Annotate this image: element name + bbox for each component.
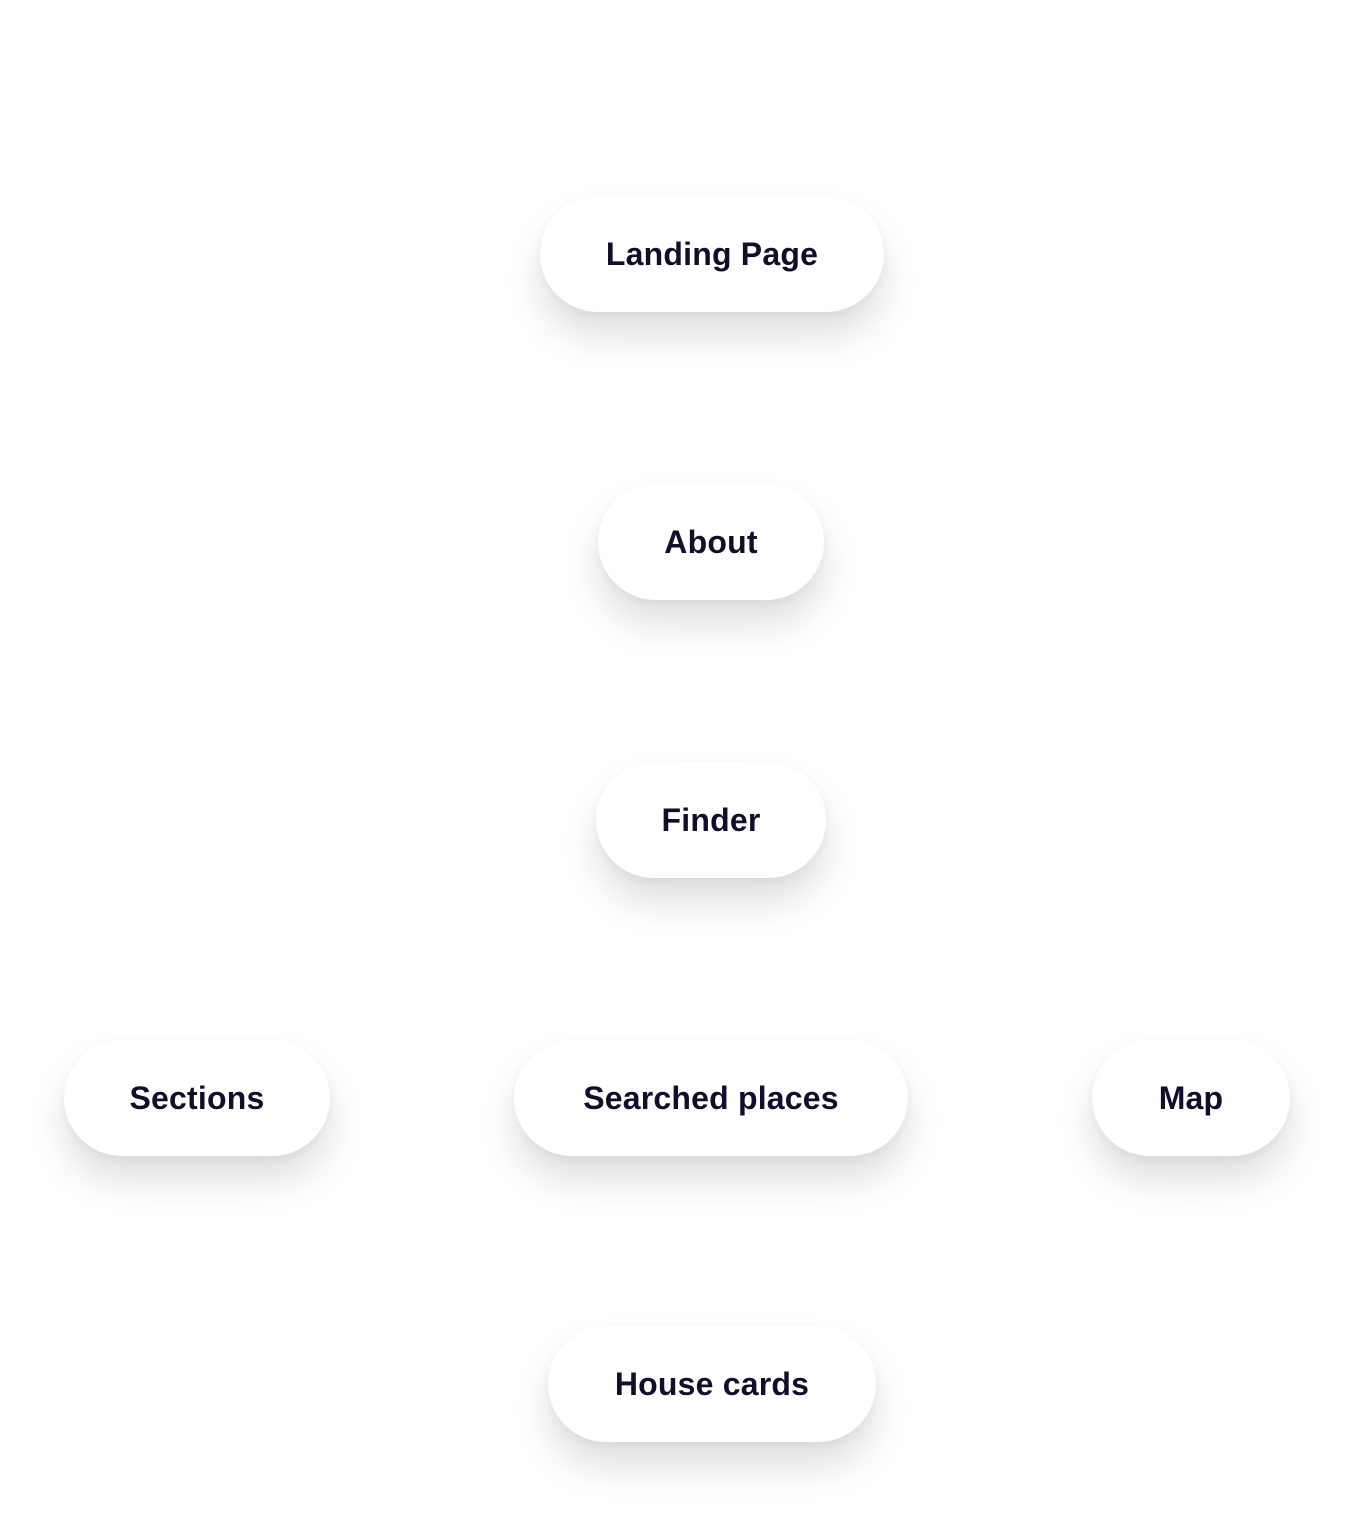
node-house-cards[interactable]: House cards (548, 1326, 876, 1442)
node-label: Searched places (583, 1079, 839, 1116)
node-label: Landing Page (605, 235, 819, 272)
edge-label-landing-about: leads (739, 336, 755, 372)
node-label: Finder (661, 801, 761, 838)
node-landing-page[interactable]: Landing Page (540, 196, 884, 312)
node-map[interactable]: Map (1092, 1040, 1290, 1156)
edge-label-searched-house: house (669, 1170, 685, 1212)
node-label: About (664, 523, 758, 560)
node-searched-places[interactable]: Searched places (514, 1040, 908, 1156)
node-finder[interactable]: Finder (596, 762, 826, 878)
node-label: Map (1158, 1079, 1224, 1116)
node-label: House cards (614, 1365, 810, 1402)
node-sections[interactable]: Sections (64, 1040, 330, 1156)
node-label: Sections (129, 1079, 265, 1116)
node-about[interactable]: About (598, 484, 824, 600)
